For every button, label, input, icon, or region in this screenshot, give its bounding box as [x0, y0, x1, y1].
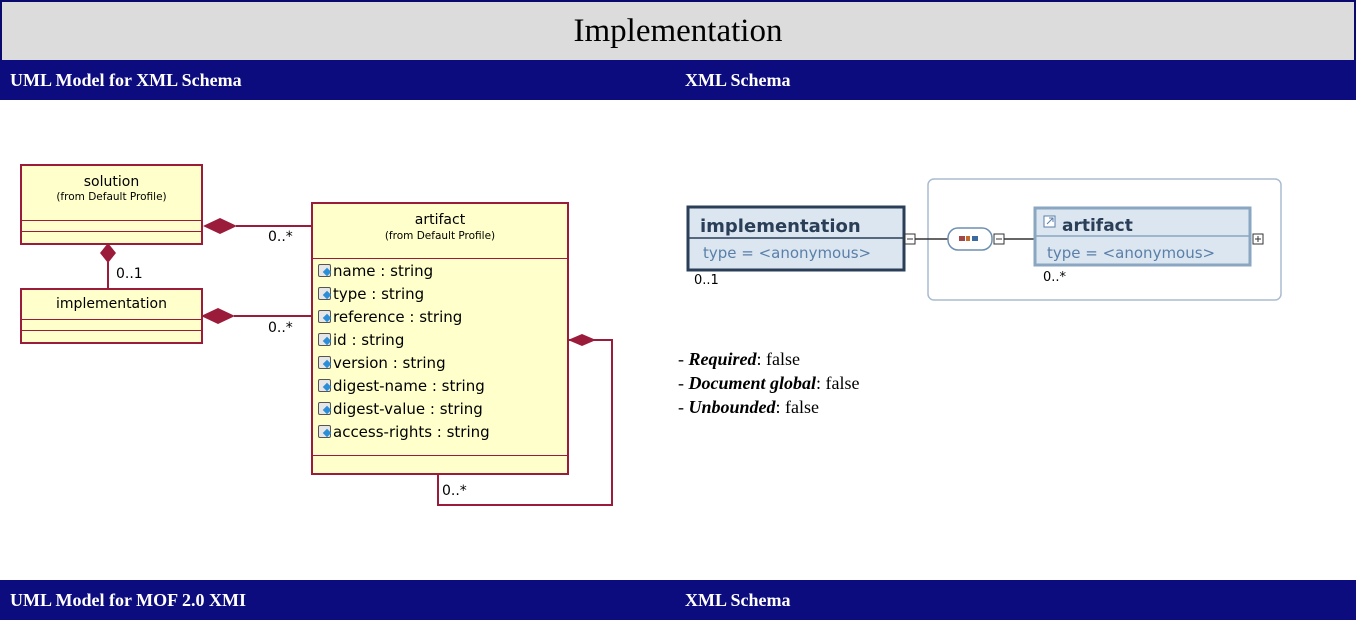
multiplicity-label: 0..*	[442, 483, 467, 499]
xml-schema-diagram	[686, 178, 1282, 301]
section-heading-band: UML Model for XML Schema XML Schema	[0, 60, 1356, 100]
schema-child-type: type = <anonymous>	[1047, 244, 1216, 262]
property-document-global: - Document global: false	[678, 373, 860, 393]
class-name: solution	[83, 174, 140, 190]
divider	[22, 319, 201, 320]
uml-class-solution: solution (from Default Profile)	[20, 164, 203, 245]
divider	[22, 220, 201, 221]
uml-model-heading: UML Model for MOF 2.0 XMI	[10, 590, 246, 610]
class-attribute: access-rights : string	[318, 423, 490, 446]
section-heading-band: UML Model for MOF 2.0 XMI XML Schema	[0, 580, 1356, 620]
class-stereotype-from: (from Default Profile)	[56, 191, 167, 203]
schema-element-type: type = <anonymous>	[703, 244, 872, 262]
protected-attribute-icon	[318, 379, 331, 392]
multiplicity-label: 0..*	[268, 320, 293, 336]
protected-attribute-icon	[318, 402, 331, 415]
multiplicity-label: 0..*	[268, 229, 293, 245]
aggregation-diamond	[100, 243, 116, 263]
schema-element-name: implementation	[700, 216, 861, 237]
class-attribute: reference : string	[318, 308, 462, 331]
uml-class-artifact: artifact (from Default Profile) name : s…	[311, 202, 569, 475]
protected-attribute-icon	[318, 425, 331, 438]
class-attribute: id : string	[318, 331, 404, 354]
aggregation-diamond	[203, 218, 237, 234]
class-attribute: type : string	[318, 285, 424, 308]
class-name: implementation	[56, 296, 167, 312]
aggregation-diamond	[201, 308, 235, 324]
class-attribute: version : string	[318, 354, 446, 377]
schema-child-occurs: 0..*	[1043, 270, 1067, 285]
class-attribute: digest-name : string	[318, 377, 485, 400]
class-stereotype-from: (from Default Profile)	[384, 230, 496, 242]
class-attribute: digest-value : string	[318, 400, 483, 423]
divider	[22, 231, 201, 232]
protected-attribute-icon	[318, 310, 331, 323]
uml-class-implementation: implementation	[20, 288, 203, 344]
xml-schema-heading: XML Schema	[685, 590, 791, 610]
aggregation-diamond	[568, 334, 596, 346]
schema-element-occurs: 0..1	[694, 273, 719, 288]
xml-schema-heading: XML Schema	[685, 70, 791, 90]
uml-connectors	[100, 218, 613, 506]
schema-child-name: artifact	[1062, 216, 1133, 236]
title-bar: Implementation	[0, 0, 1356, 62]
divider	[313, 455, 567, 456]
class-name: artifact	[414, 212, 466, 228]
class-attribute: name : string	[318, 262, 433, 285]
page-title: Implementation	[573, 13, 783, 49]
divider	[313, 258, 567, 259]
uml-model-heading: UML Model for XML Schema	[10, 70, 242, 90]
protected-attribute-icon	[318, 333, 331, 346]
protected-attribute-icon	[318, 287, 331, 300]
protected-attribute-icon	[318, 356, 331, 369]
multiplicity-label: 0..1	[116, 266, 143, 282]
property-unbounded: - Unbounded: false	[678, 397, 820, 417]
protected-attribute-icon	[318, 264, 331, 277]
divider	[22, 330, 201, 331]
property-required: - Required: false	[678, 349, 801, 369]
